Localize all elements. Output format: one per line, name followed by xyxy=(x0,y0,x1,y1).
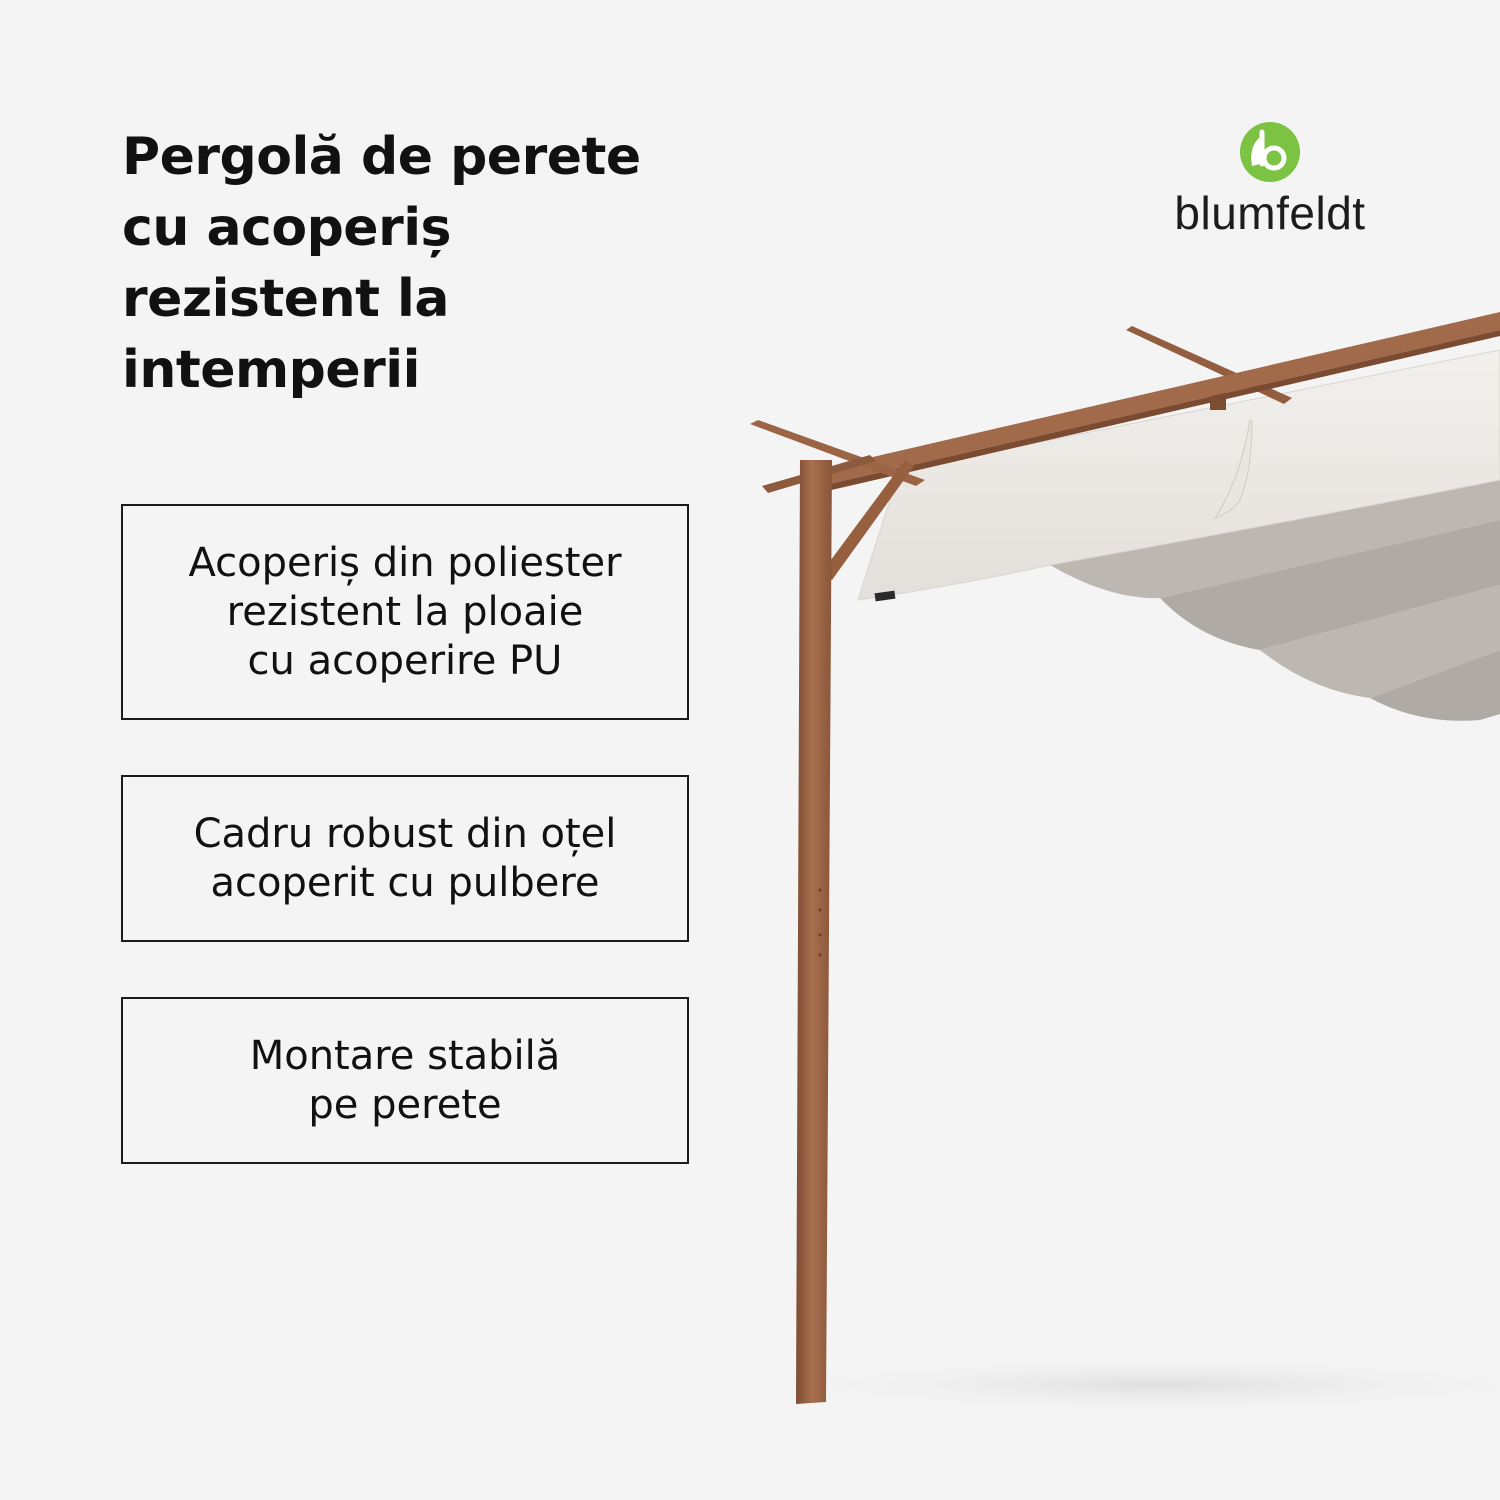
diagonal-brace xyxy=(822,460,914,580)
feature-text-line: cu acoperire PU xyxy=(247,637,563,684)
feature-text-line: pe perete xyxy=(308,1081,502,1128)
front-cross-beam xyxy=(750,420,925,486)
canopy-folds xyxy=(1050,480,1500,721)
feature-text-line: Acoperiș din poliester xyxy=(188,539,622,586)
back-post-stub xyxy=(1210,388,1226,410)
feature-box-roof: Acoperiș din poliester rezistent la ploa… xyxy=(121,504,689,720)
back-cross-beam xyxy=(1126,326,1292,404)
feature-text-line: acoperit cu pulbere xyxy=(210,859,600,906)
feature-text-line: Cadru robust din oțel xyxy=(193,810,617,857)
vertical-post xyxy=(796,460,832,1404)
feature-box-frame: Cadru robust din oțel acoperit cu pulber… xyxy=(121,775,689,942)
ground-shadow xyxy=(740,1355,1500,1415)
canopy-fabric xyxy=(857,349,1500,601)
canopy-strap xyxy=(1213,418,1253,519)
brand-logo: blumfeldt xyxy=(1150,112,1390,252)
title-line: cu acoperiș xyxy=(122,198,452,258)
title-line: rezistent la xyxy=(122,269,449,329)
feature-box-mounting: Montare stabilă pe perete xyxy=(121,997,689,1164)
feature-text-line: rezistent la ploaie xyxy=(226,588,584,635)
page-title: Pergolă de perete cu acoperiș rezistent … xyxy=(122,122,722,406)
top-rail xyxy=(808,312,1500,488)
title-line: intemperii xyxy=(122,340,420,400)
canopy-tag xyxy=(874,590,896,602)
leaf-b-logo-icon xyxy=(1240,122,1300,182)
brand-name: blumfeldt xyxy=(1174,187,1366,239)
title-line: Pergolă de perete xyxy=(122,127,641,187)
feature-text-line: Montare stabilă xyxy=(249,1032,561,1079)
